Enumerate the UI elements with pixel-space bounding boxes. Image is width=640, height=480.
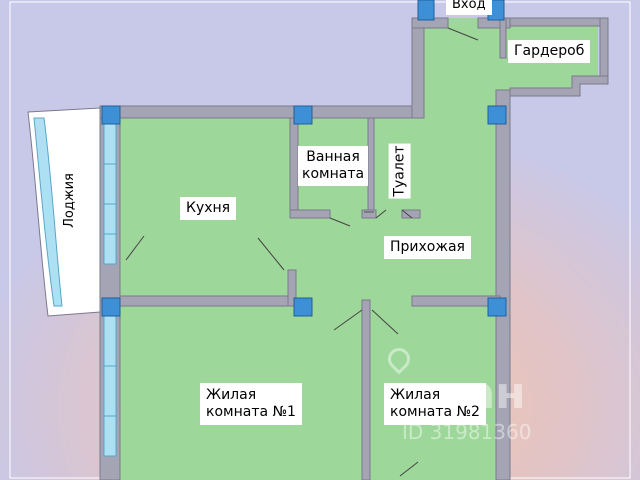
room-label-living-2: Жилая комната №2 [384,383,486,425]
room-label-living-1: Жилая комната №1 [200,383,302,425]
room-label-loggia: Лоджия [58,171,80,230]
room-label-wardrobe: Гардероб [508,40,591,63]
room-label-bathroom: Ванная комната [298,146,369,186]
columns [101,0,507,317]
room-label-hallway: Прихожая [384,236,471,259]
windows [103,123,117,457]
room-label-entrance: Вход [446,0,492,15]
room-label-kitchen: Кухня [180,197,237,220]
room-label-toilet: Туалет [388,143,411,199]
